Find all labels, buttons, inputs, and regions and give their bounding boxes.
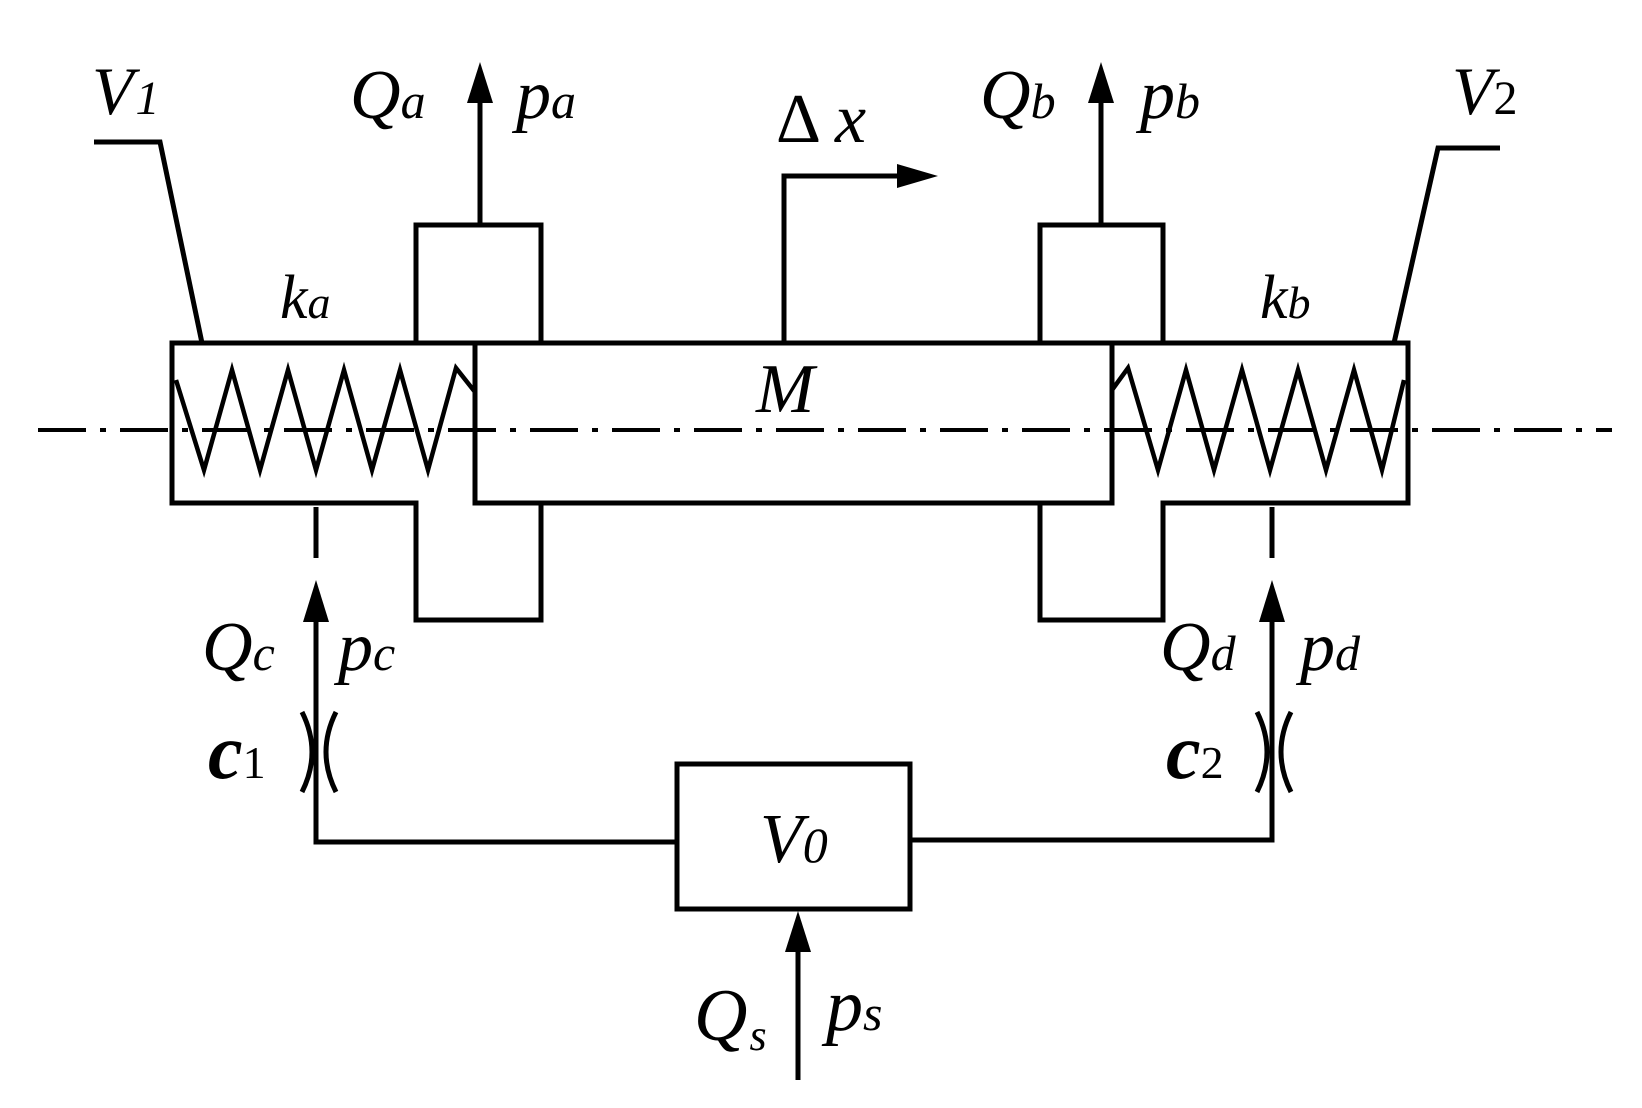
outlet-b-arrowhead — [1088, 62, 1114, 103]
left-housing — [169, 222, 544, 623]
label-v1: V1 — [92, 53, 160, 129]
supply-inlet-arrowhead — [785, 911, 811, 952]
label-c2: c2 — [1166, 708, 1224, 795]
label-pb: pb — [1135, 57, 1200, 134]
right-supply-line — [910, 620, 1275, 843]
label-ka: ka — [280, 264, 331, 332]
label-qc: Qc — [202, 609, 275, 686]
label-qa: Qa — [350, 57, 426, 134]
orifice-c2 — [1254, 710, 1294, 794]
label-qd: Qd — [1160, 609, 1237, 686]
label-v2: V2 — [1452, 53, 1518, 129]
left-inlet-arrowhead — [303, 580, 329, 622]
displacement-arrowhead — [897, 164, 938, 188]
label-ps: ps — [821, 965, 882, 1047]
right-housing — [1037, 222, 1411, 623]
chamber-v0-box — [674, 761, 913, 912]
label-pa: pa — [511, 57, 576, 134]
label-pc: pc — [333, 609, 395, 686]
label-v0: V0 — [760, 801, 828, 878]
outlet-a-arrowhead — [467, 62, 493, 103]
label-mass-m: M — [755, 351, 818, 428]
left-supply-line — [313, 620, 675, 845]
v1-leader-line — [94, 139, 205, 344]
label-kb: kb — [1260, 264, 1311, 332]
orifice-c1 — [299, 710, 339, 794]
v2-leader-line — [1391, 145, 1500, 344]
label-qs: Qs — [694, 975, 767, 1060]
label-c1: c1 — [208, 708, 266, 795]
right-spring — [1110, 361, 1407, 479]
right-inlet-arrowhead — [1259, 580, 1285, 622]
label-qb: Qb — [980, 57, 1056, 134]
displacement-arrow — [781, 173, 900, 343]
left-spring — [173, 361, 477, 479]
spool-mass — [472, 340, 1115, 506]
label-pd: pd — [1295, 609, 1361, 686]
